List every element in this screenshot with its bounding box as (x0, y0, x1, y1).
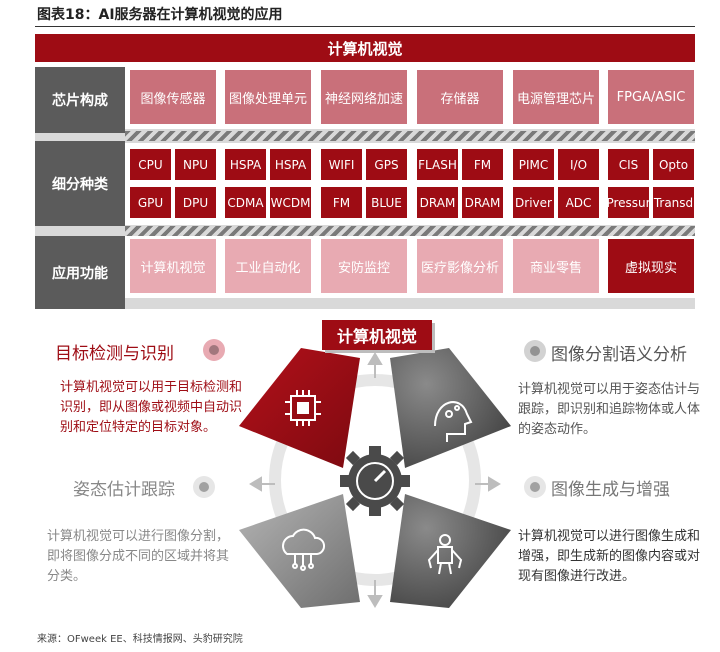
func-cell: 商业零售 (513, 239, 599, 293)
subtype-cell: CIS (608, 149, 649, 180)
ai-head-icon (434, 401, 473, 442)
figure-title: 图表18：AI服务器在计算机视觉的应用 (37, 7, 283, 23)
row-label-chips: 芯片构成 (35, 67, 125, 133)
central-diagram (239, 348, 511, 608)
subtype-cell: FM (321, 187, 362, 218)
chip-cell: FPGA/ASIC (608, 70, 694, 124)
types-band (125, 143, 695, 225)
chip-cell: 存储器 (417, 70, 503, 124)
func-cell-highlight: 虚拟现实 (608, 239, 694, 293)
section-detect-title: 目标检测与识别 (55, 344, 174, 364)
chip-cell: 图像处理单元 (225, 70, 311, 124)
petal-pose (239, 494, 360, 608)
subtype-cell: CDMA (225, 187, 266, 218)
chips-row: 图像传感器 图像处理单元 神经网络加速 存储器 电源管理芯片 FPGA/ASIC (125, 67, 695, 129)
title-rule (35, 26, 695, 27)
chip-cell: 电源管理芯片 (513, 70, 599, 124)
subtype-cell: DPU (175, 187, 216, 218)
chip-cell: 图像传感器 (130, 70, 216, 124)
subtype-cell: Opto (653, 149, 694, 180)
chips-band (125, 67, 695, 129)
row-label-types: 细分种类 (35, 141, 125, 226)
section-generate-title: 图像生成与增强 (551, 480, 670, 500)
subtype-cell: WCDM (270, 187, 311, 218)
petal-generate (390, 494, 511, 608)
petal-segment (390, 348, 511, 468)
subtype-cell: GPU (130, 187, 171, 218)
subtype-cell: FM (462, 149, 503, 180)
bullet-icon (193, 476, 215, 498)
cloud-icon (282, 528, 326, 571)
subtype-cell: WIFI (321, 149, 362, 180)
top-banner: 计算机视觉 (35, 34, 695, 62)
subtype-cell: GPS (366, 149, 407, 180)
func-cell: 计算机视觉 (130, 239, 216, 293)
bullet-icon (203, 339, 225, 361)
func-cell: 医疗影像分析 (417, 239, 503, 293)
subtype-cell: DRAM (417, 187, 458, 218)
subtype-cell: HSPA (270, 149, 311, 180)
row-label-funcs: 应用功能 (35, 236, 125, 309)
bullet-icon (524, 476, 546, 498)
funcs-row: 计算机视觉 工业自动化 安防监控 医疗影像分析 商业零售 虚拟现实 (125, 236, 695, 298)
subtype-cell: BLUE (366, 187, 407, 218)
section-pose-title: 姿态估计跟踪 (73, 480, 175, 500)
func-cell: 工业自动化 (225, 239, 311, 293)
gear-icon (340, 446, 410, 516)
bullet-icon (524, 340, 546, 362)
subtype-cell: Transd (653, 187, 694, 218)
stripe-divider (125, 226, 695, 236)
subtype-cell: I/O (558, 149, 599, 180)
source-note: 来源：OFweek EE、科技情报网、头豹研究院 (37, 634, 243, 645)
subtype-cell: HSPA (225, 149, 266, 180)
subtype-cell: FLASH (417, 149, 458, 180)
subtype-cell: PIMC (513, 149, 554, 180)
section-pose-desc: 计算机视觉可以进行图像分割，即将图像分成不同的区域并将其分类。 (47, 529, 230, 584)
subtype-cell: Driver (513, 187, 554, 218)
subtype-cell: Pressur (608, 187, 649, 218)
subtype-cell: NPU (175, 149, 216, 180)
direction-arrows (249, 352, 501, 608)
section-segment-title: 图像分割语义分析 (551, 345, 687, 365)
section-segment-desc: 计算机视觉可以用于姿态估计与跟踪，即识别和追踪物体或人体的姿态动作。 (518, 382, 701, 437)
diagram-header: 计算机视觉 (322, 320, 432, 350)
section-generate-desc: 计算机视觉可以进行图像生成和增强，即生成新的图像内容或对现有图像进行改进。 (518, 529, 701, 584)
robot-icon (427, 534, 463, 575)
subtype-cell: CPU (130, 149, 171, 180)
stripe-divider (125, 131, 695, 141)
funcs-band (125, 236, 695, 298)
section-detect-desc: 计算机视觉可以用于目标检测和识别，即从图像或视频中自动识别和定位特定的目标对象。 (60, 380, 243, 435)
subtype-cell: ADC (558, 187, 599, 218)
chip-icon (285, 390, 321, 426)
func-cell: 安防监控 (321, 239, 407, 293)
chip-cell: 神经网络加速 (321, 70, 407, 124)
subtype-cell: DRAM (462, 187, 503, 218)
